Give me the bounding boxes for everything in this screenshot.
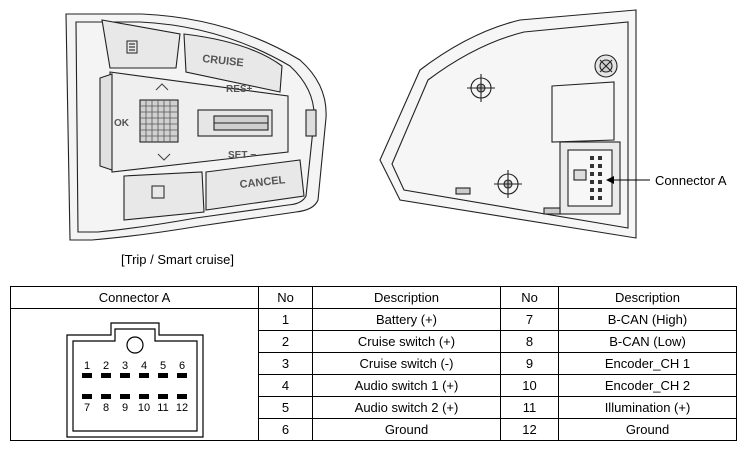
pin-number: 10 xyxy=(500,374,559,397)
pin-label: 11 xyxy=(157,402,168,414)
pin-number: 8 xyxy=(500,330,559,353)
pin-description: Audio switch 2 (+) xyxy=(312,396,501,419)
table-row: 3 Cruise switch (-) 9 Encoder_CH 1 xyxy=(11,352,737,375)
trip-button xyxy=(101,19,181,69)
table-row: 1 2 3 4 5 6 7 8 9 10 11 12 1 xyxy=(10,308,737,441)
switch-rear-view xyxy=(379,9,637,239)
switch-illustration: CRUISE RES+ OK SET − CANCEL xyxy=(65,9,727,241)
pin-description: Audio switch 1 (+) xyxy=(312,374,501,397)
pin-label: 2 xyxy=(103,360,109,372)
figure-caption: [Trip / Smart cruise] xyxy=(121,252,234,267)
pin-label: 3 xyxy=(122,360,128,372)
cancel-button xyxy=(205,159,305,211)
pinout-table: Connector A No Description No Descriptio… xyxy=(10,286,737,441)
table-row: 6 Ground 12 Ground xyxy=(11,418,737,441)
table-row: 4 Audio switch 1 (+) 10 Encoder_CH 2 xyxy=(11,374,737,397)
pin-label: 7 xyxy=(84,402,90,414)
table-row: 2 Cruise switch (+) 8 B-CAN (Low) xyxy=(11,330,737,353)
pin-number: 12 xyxy=(500,418,559,441)
pin-label: 12 xyxy=(176,402,188,414)
pin-description: Cruise switch (+) xyxy=(312,330,501,353)
pin-description: Illumination (+) xyxy=(558,396,737,419)
pin-description: Ground xyxy=(558,418,737,441)
pin-number: 7 xyxy=(500,308,559,331)
header-description: Description xyxy=(312,286,501,309)
pin-label: 6 xyxy=(179,360,185,372)
header-no: No xyxy=(258,286,313,309)
connector-a-face-view: 1 2 3 4 5 6 7 8 9 10 11 12 xyxy=(10,308,259,441)
pin-number: 2 xyxy=(258,330,313,353)
pin-description: Battery (+) xyxy=(312,308,501,331)
pin-number: 4 xyxy=(258,374,313,397)
header-connector: Connector A xyxy=(10,286,259,309)
set-label: SET − xyxy=(228,150,256,161)
pin-description: Cruise switch (-) xyxy=(312,352,501,375)
res-label: RES+ xyxy=(226,84,253,95)
pin-label: 4 xyxy=(141,360,147,372)
pin-description: Encoder_CH 1 xyxy=(558,352,737,375)
table-header-row: Connector A No Description No Descriptio… xyxy=(10,286,737,309)
pin-description: B-CAN (High) xyxy=(558,308,737,331)
pin-description: Ground xyxy=(312,418,501,441)
pin-label: 5 xyxy=(160,360,166,372)
pin-number: 1 xyxy=(258,308,313,331)
pin-number: 9 xyxy=(500,352,559,375)
connector-a-callout: Connector A xyxy=(655,173,727,188)
pin-number: 6 xyxy=(258,418,313,441)
pin-label: 8 xyxy=(103,402,109,414)
pin-label: 9 xyxy=(122,402,128,414)
pin-label: 1 xyxy=(84,360,90,372)
pin-number: 3 xyxy=(258,352,313,375)
switch-front-view xyxy=(65,13,327,241)
cancel-label: CANCEL xyxy=(239,174,286,191)
header-no: No xyxy=(500,286,559,309)
pin-number: 5 xyxy=(258,396,313,419)
callout-arrowhead xyxy=(606,176,614,184)
pin-label: 10 xyxy=(138,402,150,414)
connector-face-drawing: 1 2 3 4 5 6 7 8 9 10 11 12 xyxy=(66,322,204,438)
header-description: Description xyxy=(558,286,737,309)
table-row: 5 Audio switch 2 (+) 11 Illumination (+) xyxy=(11,396,737,419)
cruise-button xyxy=(183,33,283,93)
pin-description: Encoder_CH 2 xyxy=(558,374,737,397)
pin-description: B-CAN (Low) xyxy=(558,330,737,353)
ok-label: OK xyxy=(114,118,130,129)
pin-number: 11 xyxy=(500,396,559,419)
cruise-label: CRUISE xyxy=(202,53,245,69)
